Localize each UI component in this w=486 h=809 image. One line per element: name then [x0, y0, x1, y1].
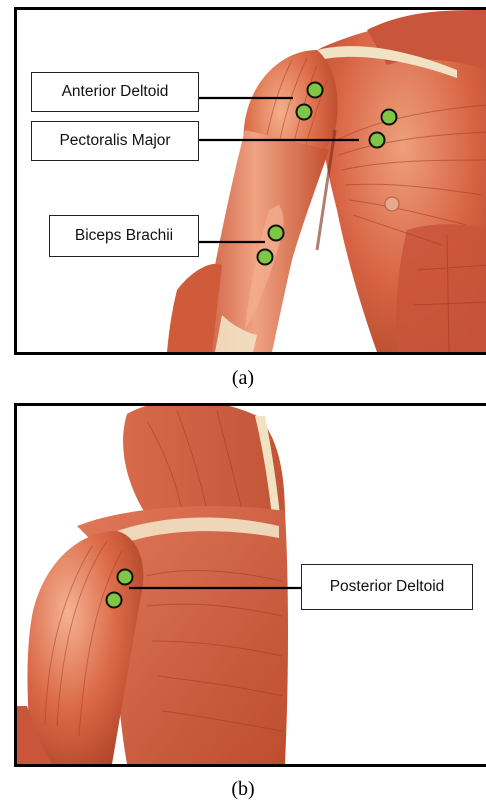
anterior-muscle-illustration: [17, 10, 486, 352]
abdominal-region: [396, 224, 486, 352]
electrode-pectoralis-major-2: [370, 133, 385, 148]
label-anterior-deltoid: Anterior Deltoid: [31, 72, 199, 112]
nipple-mark: [385, 197, 399, 211]
caption-a: (a): [0, 367, 486, 390]
electrode-biceps-brachii-2: [258, 250, 273, 265]
electrode-pectoralis-major-1: [382, 110, 397, 125]
label-biceps-brachii: Biceps Brachii: [49, 215, 199, 257]
electrode-posterior-deltoid-2: [107, 593, 122, 608]
panel-b-posterior-view: Posterior Deltoid: [14, 403, 486, 767]
electrode-anterior-deltoid-1: [308, 83, 323, 98]
caption-b: (b): [0, 778, 486, 801]
electrode-anterior-deltoid-2: [297, 105, 312, 120]
electrode-biceps-brachii-1: [269, 226, 284, 241]
electrode-posterior-deltoid-1: [118, 570, 133, 585]
panel-a-anterior-view: Anterior Deltoid Pectoralis Major Biceps…: [14, 7, 486, 355]
label-posterior-deltoid: Posterior Deltoid: [301, 564, 473, 610]
label-pectoralis-major: Pectoralis Major: [31, 121, 199, 161]
